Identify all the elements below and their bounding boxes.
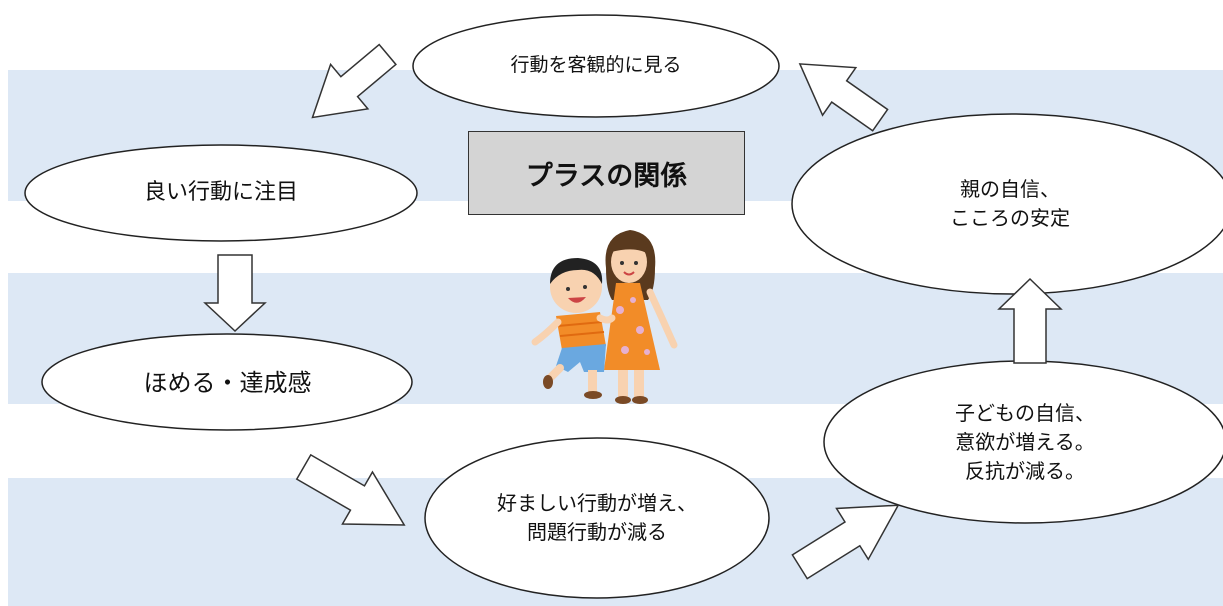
arrow-praise-to-good-behavior — [295, 453, 406, 526]
node-parent-confidence-label: 親の自信、 こころの安定 — [950, 177, 1070, 230]
arrow-focus-to-praise — [203, 254, 267, 333]
node-parent-confidence-shape — [791, 113, 1223, 295]
arrow-observe-to-focus — [311, 43, 397, 119]
mother-figure — [604, 230, 678, 404]
node-child-confidence-label: 子どもの自信、 意欲が増える。 反抗が減る。 — [955, 400, 1095, 483]
node-focus-good-shape — [24, 144, 418, 242]
mother-and-child-illustration — [531, 230, 678, 404]
node-observe-shape — [412, 14, 780, 118]
arrow-good-behavior-to-child — [791, 504, 900, 580]
node-praise-shape — [41, 333, 413, 431]
child-figure — [531, 258, 616, 399]
node-observe-label: 行動を客観的に見る — [510, 54, 682, 77]
node-good-behavior-shape — [424, 437, 770, 599]
arrow-parent-to-observe — [798, 63, 889, 132]
arrow-child-to-parent — [997, 277, 1063, 364]
node-focus-good-label: 良い行動に注目 — [143, 180, 298, 206]
node-good-behavior-label: 好ましい行動が増え、 問題行動が減る — [497, 491, 697, 544]
node-praise-label: ほめる・達成感 — [143, 368, 312, 397]
diagram-title: プラスの関係 — [468, 131, 745, 215]
